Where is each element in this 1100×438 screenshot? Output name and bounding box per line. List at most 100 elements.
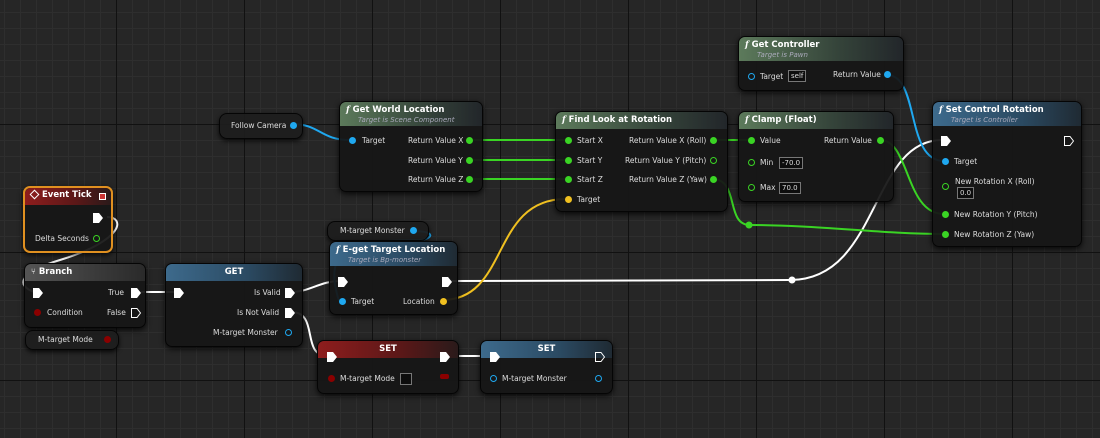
var-mtarget-mode-label: M-target Mode [38, 335, 93, 344]
scr-target-pin[interactable] [942, 158, 949, 165]
clamp-title: Clamp (Float) [751, 115, 817, 125]
event-tick-title: Event Tick [42, 190, 92, 200]
var-mtarget-mode[interactable]: M-target Mode [25, 330, 119, 350]
exec-in-pin[interactable] [941, 136, 951, 146]
flr-starty-pin[interactable] [565, 157, 572, 164]
eget-location-pin[interactable] [440, 298, 447, 305]
is-not-valid-exec-pin[interactable] [285, 308, 295, 318]
flr-startz-label: Start Z [577, 175, 603, 184]
var-mtarget-mode-pin[interactable] [104, 336, 111, 343]
reroute-knot[interactable] [788, 276, 796, 284]
is-valid-exec-pin[interactable] [285, 288, 295, 298]
flr-startz-pin[interactable] [565, 176, 572, 183]
clamp-max-field[interactable]: 70.0 [779, 182, 801, 194]
var-follow-camera[interactable]: Follow Camera [219, 113, 303, 139]
exec-in-pin[interactable] [490, 352, 500, 362]
flr-pitch-label: Return Value Y (Pitch) [625, 156, 707, 165]
getctrl-return-pin[interactable] [884, 71, 891, 78]
delta-seconds-label: Delta Seconds [35, 234, 89, 243]
clamp-min-field[interactable]: -70.0 [779, 157, 804, 169]
exec-in-pin[interactable] [33, 288, 43, 298]
getctrl-target-field[interactable]: self [788, 70, 807, 82]
var-mtarget-monster[interactable]: M-target Monster [327, 221, 429, 241]
reroute-knot[interactable] [745, 221, 753, 229]
set-monster-out-pin[interactable] [595, 375, 602, 382]
condition-pin[interactable] [34, 309, 41, 316]
scr-yaw-pin[interactable] [942, 231, 949, 238]
clamp-min-pin[interactable] [748, 159, 755, 166]
branch-icon: ⑂ [31, 267, 36, 276]
exec-in-pin[interactable] [327, 352, 337, 362]
flr-startx-pin[interactable] [565, 137, 572, 144]
delta-seconds-pin[interactable] [93, 235, 100, 242]
getctrl-target-pin[interactable] [748, 73, 755, 80]
gwl-rz-pin[interactable] [466, 176, 473, 183]
set-mode-checkbox[interactable] [400, 373, 412, 385]
flr-yaw-pin[interactable] [710, 176, 717, 183]
function-icon: f [745, 40, 749, 50]
true-exec-pin[interactable] [131, 288, 141, 298]
exec-out-pin[interactable] [93, 213, 103, 223]
function-icon: f [939, 105, 943, 115]
event-delegate-icon [99, 193, 106, 200]
flr-target-label: Target [577, 195, 601, 204]
eget-subtitle: Target is Bp-monster [348, 256, 422, 264]
getctrl-subtitle: Target is Pawn [757, 51, 808, 59]
gwl-title: Get World Location [352, 105, 445, 115]
getctrl-return-label: Return Value [833, 70, 881, 79]
set-mode-in-pin[interactable] [328, 375, 335, 382]
clamp-max-pin[interactable] [748, 184, 755, 191]
branch-node[interactable]: ⑂Branch True Condition False [24, 263, 146, 328]
false-exec-pin[interactable] [131, 308, 141, 318]
exec-out-pin[interactable] [440, 352, 450, 362]
scr-pitch-pin[interactable] [942, 211, 949, 218]
exec-out-pin[interactable] [442, 277, 452, 287]
event-tick-node[interactable]: Event Tick Delta Seconds [23, 186, 113, 253]
get-input-pin[interactable] [285, 329, 292, 336]
clamp-return-label: Return Value [824, 136, 872, 145]
eget-target-pin[interactable] [339, 298, 346, 305]
branch-title: Branch [38, 267, 73, 277]
scr-roll-field[interactable]: 0.0 [957, 187, 975, 199]
set-mtarget-monster-node[interactable]: SET M-target Monster [480, 340, 613, 394]
get-validated-node[interactable]: GET Is Valid Is Not Valid M-target Monst… [165, 263, 303, 347]
clamp-return-pin[interactable] [877, 137, 884, 144]
gwl-rx-pin[interactable] [466, 137, 473, 144]
flr-roll-pin[interactable] [710, 137, 717, 144]
scr-yaw-label: New Rotation Z (Yaw) [954, 230, 1035, 239]
var-mtarget-monster-pin[interactable] [410, 227, 417, 234]
exec-in-pin[interactable] [338, 277, 348, 287]
follow-camera-pin[interactable] [290, 122, 297, 129]
clamp-value-pin[interactable] [748, 137, 755, 144]
flr-title: Find Look at Rotation [568, 115, 673, 125]
set-mode-out-pin[interactable] [440, 374, 449, 379]
flr-yaw-label: Return Value Z (Yaw) [629, 175, 707, 184]
getctrl-target-label: Target [760, 72, 784, 81]
branch-false-label: False [107, 308, 126, 317]
flr-pitch-pin[interactable] [710, 157, 717, 164]
function-icon: f [745, 115, 749, 125]
clamp-min-label: Min [760, 158, 774, 167]
exec-in-pin[interactable] [174, 288, 184, 298]
gwl-target-pin[interactable] [349, 137, 356, 144]
branch-condition-label: Condition [47, 308, 83, 317]
scr-pitch-label: New Rotation Y (Pitch) [954, 210, 1038, 219]
scr-roll-pin[interactable] [942, 183, 949, 190]
set-mtarget-mode-node[interactable]: SET M-target Mode [317, 340, 459, 394]
exec-out-pin[interactable] [1064, 136, 1074, 146]
set-monster-header: SET [481, 341, 612, 358]
gwl-ry-pin[interactable] [466, 157, 473, 164]
flr-target-pin[interactable] [565, 196, 572, 203]
exec-out-pin[interactable] [595, 352, 605, 362]
set-mode-label: M-target Mode [340, 374, 395, 383]
set-monster-in-pin[interactable] [490, 375, 497, 382]
